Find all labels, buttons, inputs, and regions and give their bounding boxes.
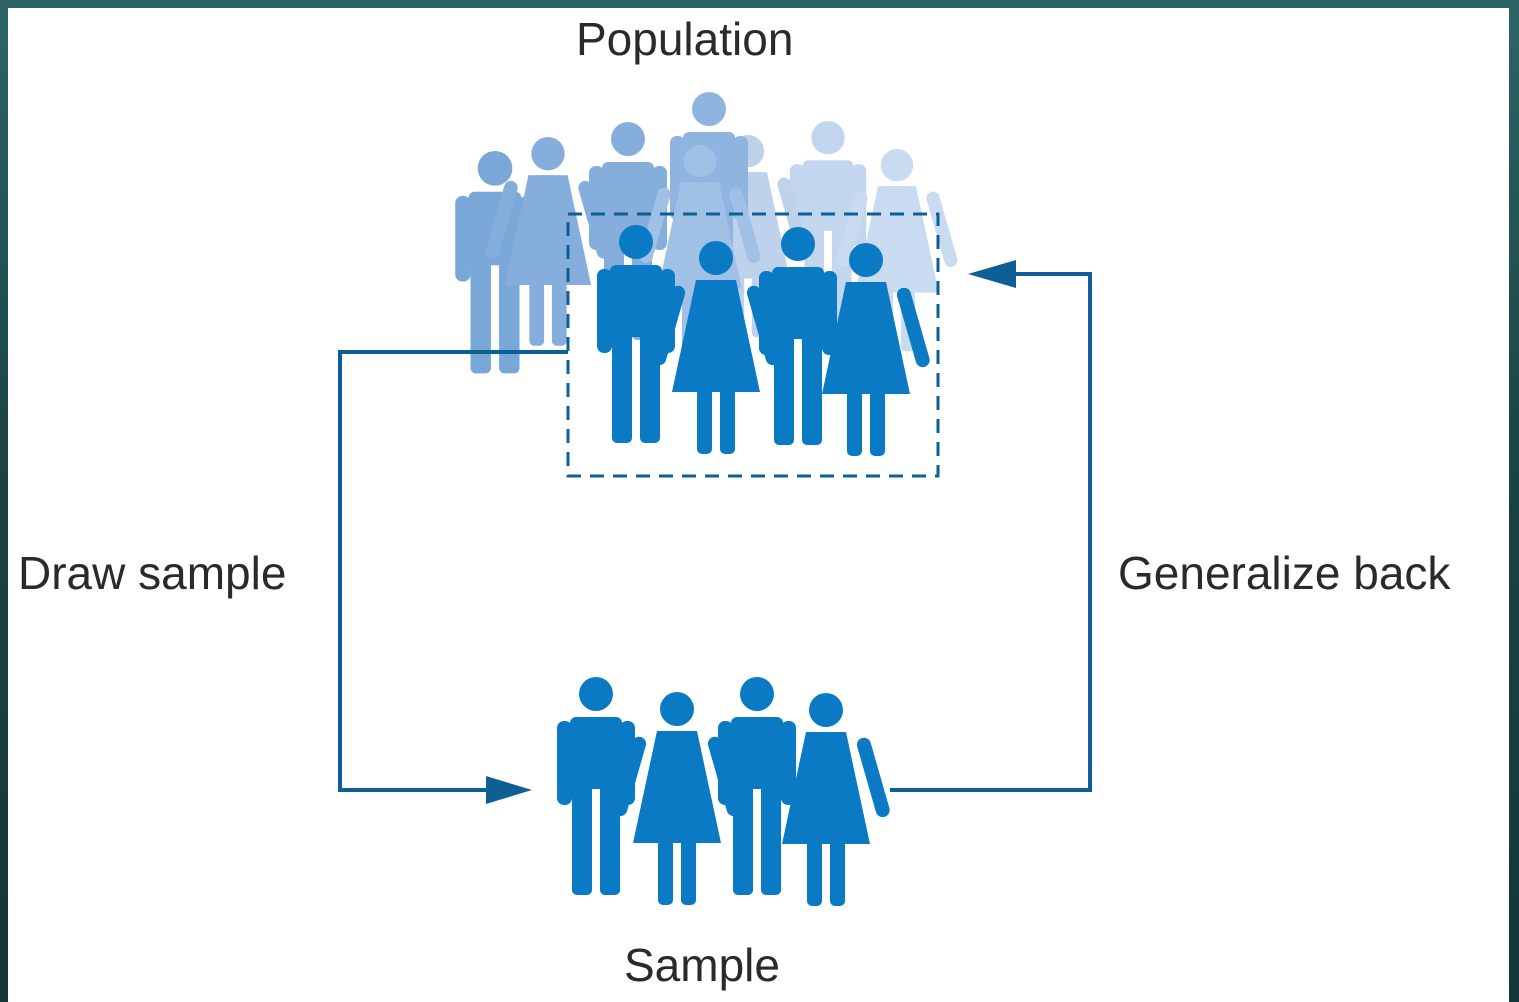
draw-sample-label: Draw sample [18,547,287,599]
sample-label: Sample [624,939,780,991]
draw-sample-arrow [338,350,568,804]
arrowhead-icon [486,776,532,804]
sample-selection-box [566,212,940,478]
person-icon [718,677,796,895]
generalize-back-label: Generalize back [1118,547,1451,599]
sample-group [557,677,892,906]
generalize-back-arrow [890,260,1092,792]
arrowhead-icon [968,260,1016,288]
population-label: Population [576,13,794,65]
